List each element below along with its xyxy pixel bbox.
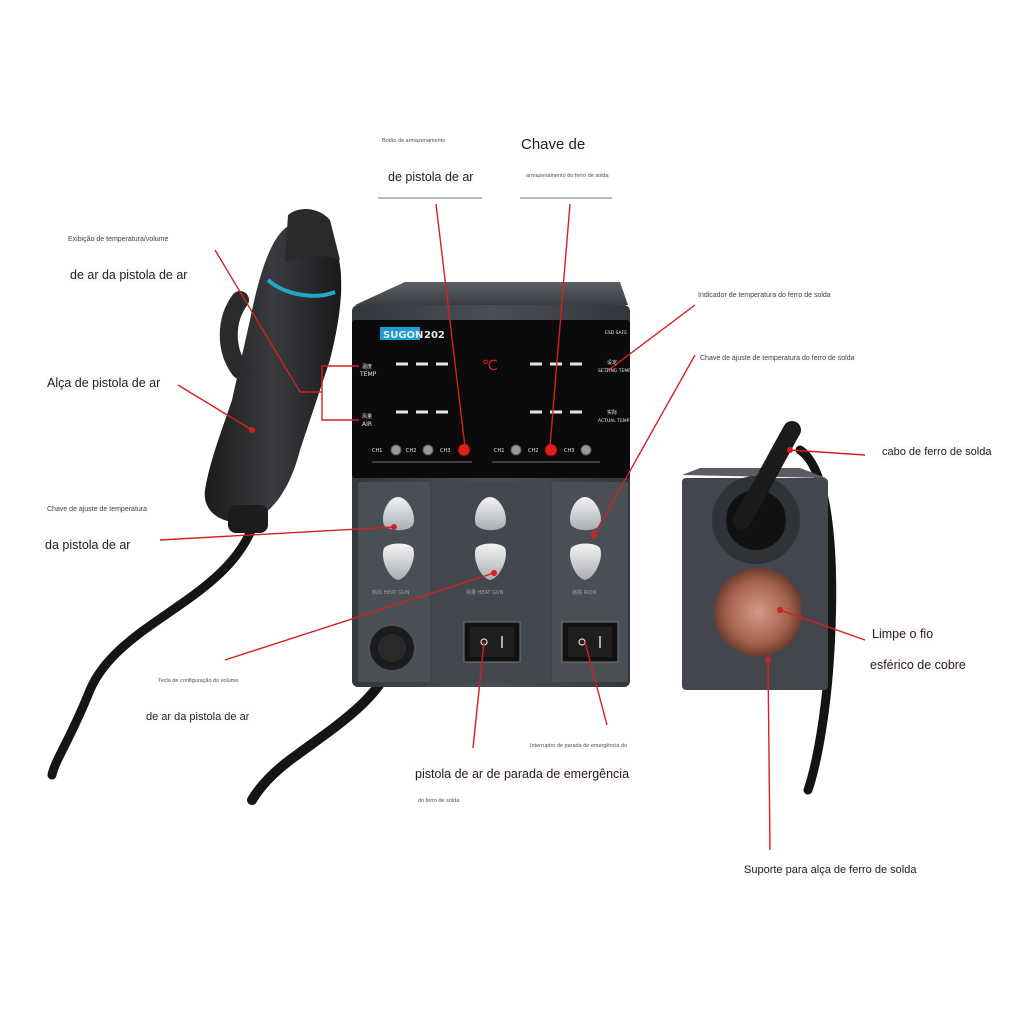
clean-label-2: esférico de cobre xyxy=(870,658,966,672)
display-label: de ar da pistola de ar xyxy=(70,268,188,282)
ch-left-1: CH1 xyxy=(372,448,382,454)
leader-lines xyxy=(159,203,866,851)
ch2-left-button[interactable] xyxy=(422,444,434,456)
brass-sponge xyxy=(714,568,802,656)
ch1-left-button[interactable] xyxy=(390,444,402,456)
panel-heat-gun-temp: 热风 HEAT GUN xyxy=(372,589,410,596)
unit-label: ℃ xyxy=(482,358,498,374)
brand-badge xyxy=(380,327,420,340)
iron-temp-key-label: Chave de ajuste de temperatura do ferro … xyxy=(700,355,855,362)
station xyxy=(352,282,630,687)
iron-temp-up-button[interactable] xyxy=(569,497,601,531)
temp-label: TEMP xyxy=(359,371,377,378)
brand-model: 202 xyxy=(424,330,445,341)
gun-switch-label-small: do ferro de solda xyxy=(418,798,460,804)
gun-air-down-button[interactable] xyxy=(474,543,506,581)
temp-label-cn: 温度 xyxy=(362,363,372,370)
panel-heat-gun-air: 风量 HEAT GUN xyxy=(466,589,504,596)
esd-label: ESD SAFE xyxy=(605,330,627,336)
air-key-label-small: Tecla de configuração do volume xyxy=(158,678,239,684)
storage-gun-label: de pistola de ar xyxy=(388,170,474,184)
ch-left-2: CH2 xyxy=(406,448,416,454)
actual-label: ACTUAL TEMP xyxy=(598,418,630,424)
ch-right-3: CH3 xyxy=(564,448,574,454)
ch-left-3: CH3 xyxy=(440,448,450,454)
actual-label-cn: 实际 xyxy=(607,409,617,416)
air-label-cn: 风量 xyxy=(362,413,372,420)
setting-label: SETTING TEMP xyxy=(598,368,631,374)
ch3-right-button[interactable] xyxy=(580,444,592,456)
brand-name: SUGON xyxy=(383,330,423,341)
gun-temp-up-button[interactable] xyxy=(382,497,414,531)
ch1-right-button[interactable] xyxy=(510,444,522,456)
iron-holder xyxy=(682,421,828,690)
display-label-small: Exibição de temperatura/volume xyxy=(68,236,169,243)
holder-label: Suporte para alça de ferro de solda xyxy=(744,864,917,876)
temp-key-label: da pistola de ar xyxy=(45,538,131,552)
storage-iron-label-small: armazenamento do ferro de solda xyxy=(526,173,609,179)
air-label: AIR xyxy=(362,421,372,428)
ch-right-1: CH1 xyxy=(494,448,504,454)
storage-iron-label-title: Chave de xyxy=(521,136,586,153)
setting-label-cn: 设定 xyxy=(607,359,617,366)
iron-temp-indicator-label: Indicador de temperatura do ferro de sol… xyxy=(698,292,831,299)
handle-label: Alça de pistola de ar xyxy=(47,376,161,390)
iron-cable-label: cabo de ferro de solda xyxy=(882,446,992,458)
gun-cable xyxy=(47,515,260,780)
air-key-label: de ar da pistola de ar xyxy=(146,711,250,723)
iron-temp-down-button[interactable] xyxy=(569,543,601,581)
panel-iron: 烙铁 IRON xyxy=(572,589,596,596)
clean-label-1: Limpe o fio xyxy=(872,627,934,641)
gun-switch-label: pistola de ar de parada de emergência xyxy=(415,767,630,781)
storage-gun-label-small: Botão de armazenamento xyxy=(382,138,446,144)
temp-key-label-small: Chave de ajuste de temperatura xyxy=(47,506,148,513)
leader-dots xyxy=(249,427,793,663)
heat-gun xyxy=(204,208,342,533)
gun-temp-down-button[interactable] xyxy=(382,543,414,581)
display-screen xyxy=(352,320,630,478)
gun-air-up-button[interactable] xyxy=(474,497,506,531)
iron-switch-label-small: Interruptor de parada de emergência do xyxy=(530,743,628,749)
gun-power-cable xyxy=(247,655,397,805)
ch-right-2: CH2 xyxy=(528,448,538,454)
